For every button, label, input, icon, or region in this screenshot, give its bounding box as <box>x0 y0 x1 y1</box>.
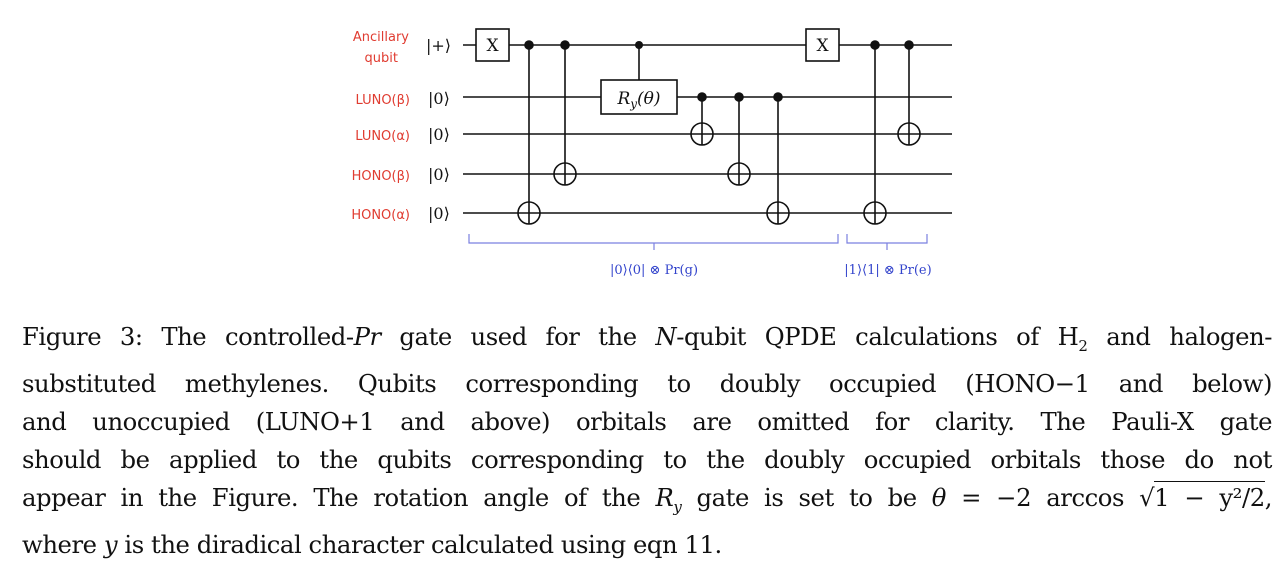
pauli-x-gate-1: X <box>475 28 510 62</box>
pauli-x-gate-2: X <box>805 28 840 62</box>
svg-text:X: X <box>486 36 499 56</box>
svg-text:X: X <box>816 36 829 56</box>
cnot-anc-hono-alpha-2 <box>863 40 887 225</box>
qubit-label-ancillary-line1: Ancillary <box>353 30 409 45</box>
brace-label-ground: |0⟩⟨0| ⊗ Pr(g) <box>610 263 698 278</box>
caption-line-1: Figure 3: The controlled-Pr gate used fo… <box>22 322 1272 355</box>
caption-line-3: and unoccupied (LUNO+1 and above) orbita… <box>22 406 1272 436</box>
brace-excited <box>846 234 928 250</box>
caption-line-6: where y is the diradical character calcu… <box>22 529 722 559</box>
caption-line-5: appear in the Figure. The rotation angle… <box>22 480 1272 516</box>
qubit-label-luno-beta: LUNO(β) <box>355 93 410 108</box>
init-state-hono-beta: |0⟩ <box>428 165 450 184</box>
controlled-ry-gate: Ry(θ) <box>600 41 678 115</box>
figure-caption: Figure 3: The controlled-Pr gate used fo… <box>22 318 1272 564</box>
cnot-luno-beta-hono-alpha <box>766 92 790 225</box>
qubit-label-hono-beta: HONO(β) <box>352 169 410 184</box>
cnot-anc-hono-beta <box>553 40 577 186</box>
svg-text:Ry(θ): Ry(θ) <box>616 89 660 111</box>
init-state-luno-alpha: |0⟩ <box>428 125 450 144</box>
brace-ground <box>468 234 839 250</box>
init-state-ancillary: |+⟩ <box>426 36 451 55</box>
init-state-luno-beta: |0⟩ <box>428 89 450 108</box>
brace-label-excited: |1⟩⟨1| ⊗ Pr(e) <box>844 263 931 278</box>
cnot-anc-hono-alpha <box>517 40 541 225</box>
quantum-circuit-diagram: Ancillary qubit LUNO(β) LUNO(α) HONO(β) … <box>351 28 952 278</box>
qubit-label-hono-alpha: HONO(α) <box>351 208 410 223</box>
cnot-luno-beta-hono-beta <box>727 92 751 186</box>
caption-line-4: should be applied to the qubits correspo… <box>22 444 1272 474</box>
caption-line-2: substituted methylenes. Qubits correspon… <box>22 368 1272 398</box>
qubit-label-luno-alpha: LUNO(α) <box>355 129 410 144</box>
init-state-hono-alpha: |0⟩ <box>428 204 450 223</box>
cnot-luno-beta-luno-alpha <box>690 92 714 146</box>
qubit-label-ancillary-line2: qubit <box>365 51 398 66</box>
cnot-anc-luno-alpha <box>897 40 921 146</box>
